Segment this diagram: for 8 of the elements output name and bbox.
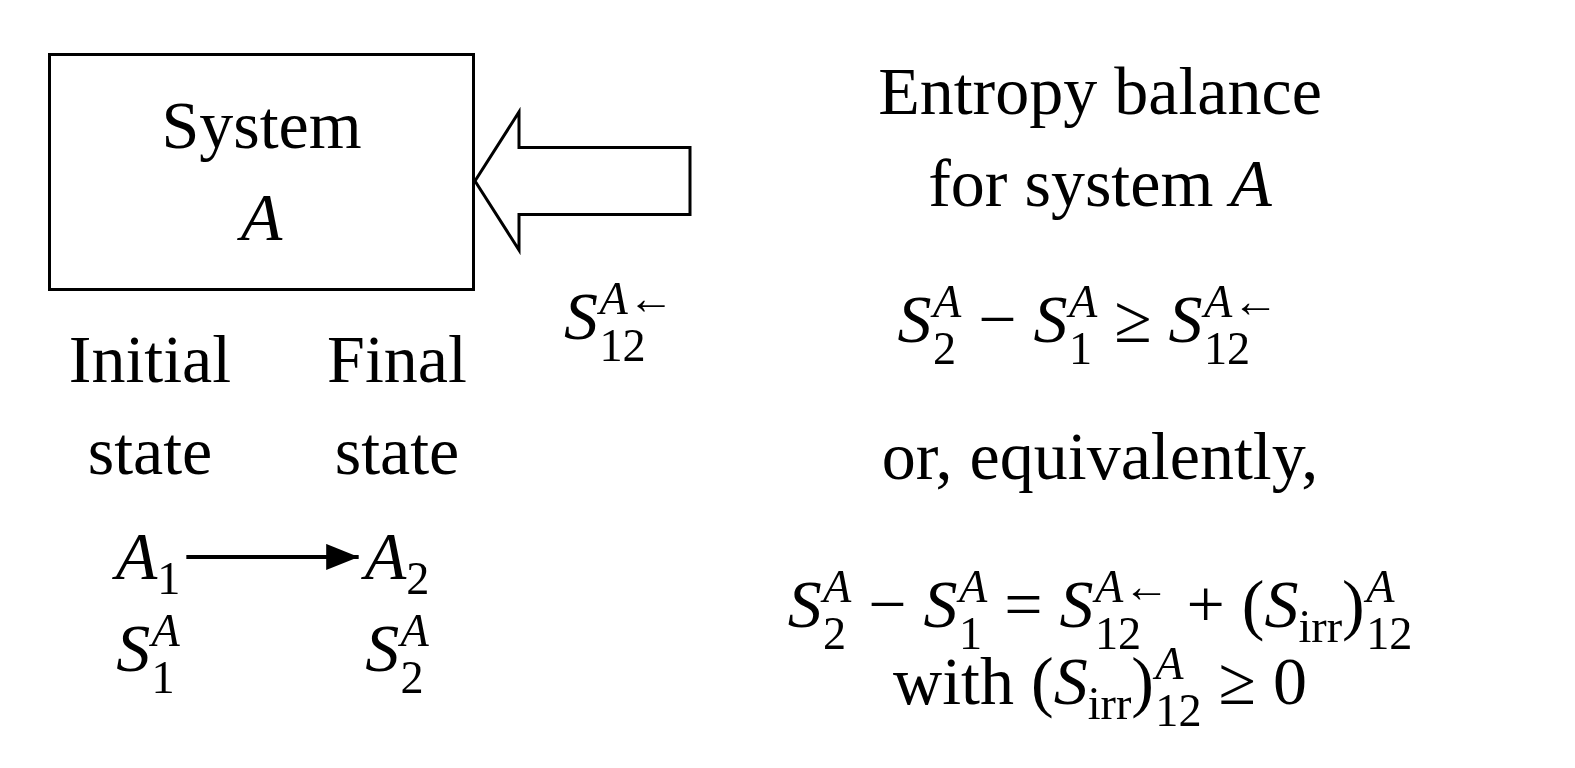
state-caption: Final state <box>327 320 467 491</box>
system-box <box>48 53 475 291</box>
block-arrow <box>473 106 692 256</box>
heading: Entropy balance for system A <box>877 52 1323 223</box>
note-text: or, equivalently, <box>881 417 1319 496</box>
state-caption: Initial state <box>68 320 232 491</box>
arrow <box>186 543 359 570</box>
box-label: System A <box>161 86 362 257</box>
